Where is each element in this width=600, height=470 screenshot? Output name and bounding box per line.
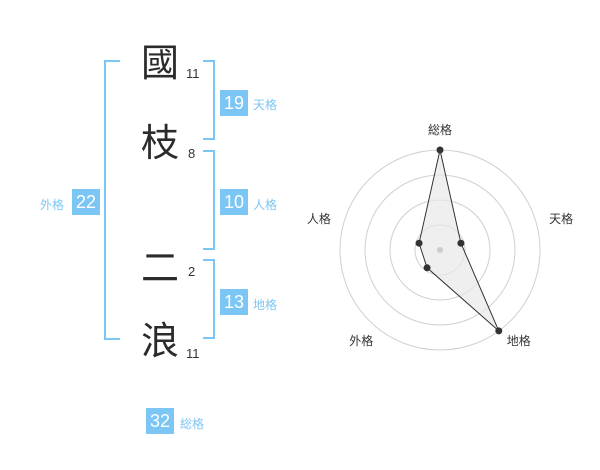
stroke-count-2: 8 [188, 146, 196, 161]
gaikaku-label: 外格 [40, 198, 65, 212]
chikaku-bracket [203, 259, 215, 339]
radar-point-5 [415, 239, 423, 247]
radar-axis-label-5: 人格 [307, 211, 331, 226]
gaikaku-bracket [104, 60, 120, 340]
tenkaku-label: 天格 [253, 98, 278, 112]
tenkaku-bracket [203, 60, 215, 140]
radar-axis-label-2: 天格 [549, 211, 573, 226]
gaikaku-value-badge: 22 [72, 189, 100, 215]
name-char-4: 浪 [140, 319, 179, 363]
jinkaku-bracket [203, 150, 215, 250]
radar-axis-label-4: 外格 [349, 333, 373, 348]
radar-axis-label-1: 総格 [428, 122, 452, 137]
jinkaku-label: 人格 [253, 198, 278, 212]
name-char-2: 枝 [140, 121, 179, 165]
radar-point-4 [423, 264, 431, 272]
name-char-3: 二 [140, 246, 179, 290]
radar-point-3 [495, 327, 503, 335]
radar-center-dot [437, 247, 443, 253]
jinkaku-value-badge: 10 [220, 189, 248, 215]
chikaku-value-badge: 13 [220, 289, 248, 315]
radar-axis-label-3: 地格 [507, 333, 531, 348]
radar-point-2 [457, 239, 465, 247]
soukaku-value-badge: 32 [146, 408, 174, 434]
radar-point-1 [436, 146, 444, 154]
tenkaku-value-badge: 19 [220, 90, 248, 116]
stroke-count-3: 2 [188, 264, 196, 279]
stroke-count-4: 11 [186, 346, 200, 361]
stroke-count-1: 11 [186, 66, 200, 81]
name-char-1: 國 [140, 41, 179, 85]
soukaku-label: 総格 [180, 417, 205, 431]
chikaku-label: 地格 [253, 298, 278, 312]
